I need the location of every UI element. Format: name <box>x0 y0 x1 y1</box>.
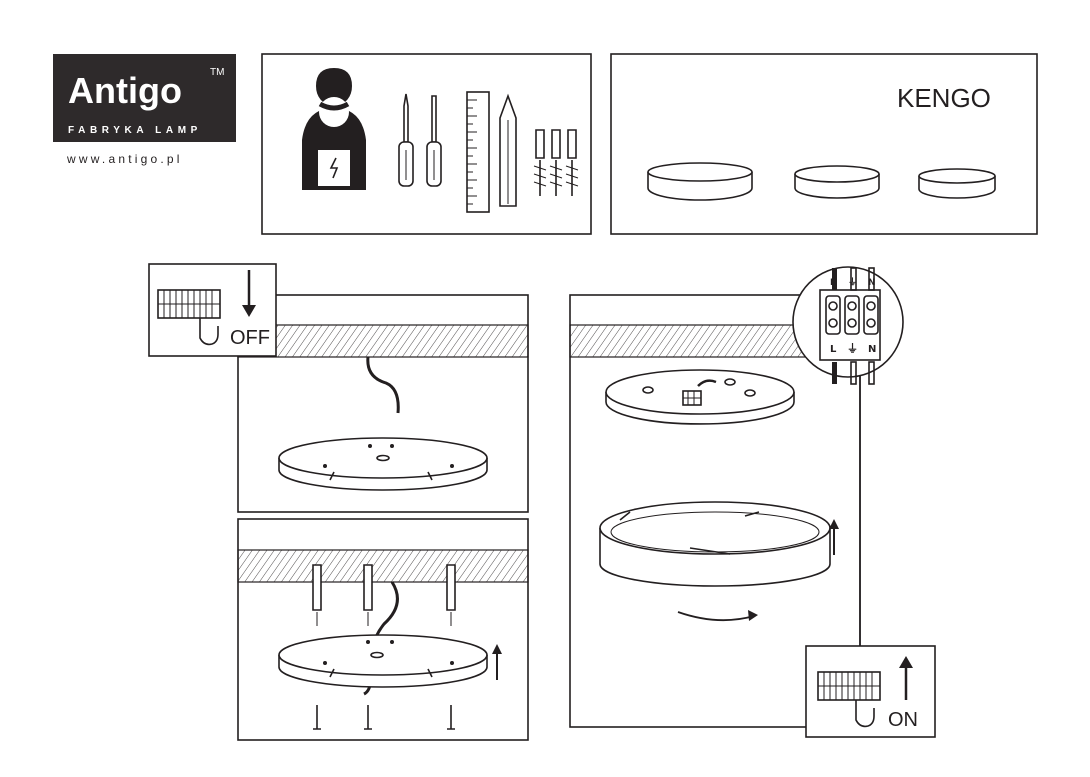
lamp-medium-icon <box>794 165 880 199</box>
lamp-small-icon <box>918 168 996 199</box>
pencil-icon <box>499 93 517 207</box>
ceiling <box>237 324 529 358</box>
breaker-off-inset: OFF <box>148 263 277 357</box>
arrow-up-icon <box>829 519 839 555</box>
step-2-panel <box>237 518 529 741</box>
wiring-detail-inset: L ⏚ N L ⏚ N <box>792 266 904 646</box>
electrician-icon <box>302 68 366 190</box>
arrow-up-icon <box>492 644 502 680</box>
arrow-up-icon <box>899 656 913 700</box>
terminal-label-earth-top: ⏚ <box>848 277 857 288</box>
arrow-down-icon <box>242 270 256 317</box>
ceiling <box>237 549 529 583</box>
step-1-panel <box>237 294 529 513</box>
ruler-icon <box>466 91 490 213</box>
antigo-logo: Antigo TM FABRYKA LAMP <box>53 54 236 142</box>
screws <box>313 705 455 730</box>
terminal-label-live-top: L <box>830 278 836 288</box>
off-label: OFF <box>230 327 270 349</box>
brand-name: Antigo <box>68 70 182 111</box>
wall-plugs-and-screws-icon <box>533 129 579 196</box>
circuit-breaker-icon <box>157 289 221 346</box>
terminal-label-live: L <box>830 344 837 355</box>
screwdriver-icon <box>398 93 442 187</box>
terminal-block <box>825 295 879 335</box>
trademark: TM <box>210 67 224 78</box>
brand-tagline: FABRYKA LAMP <box>68 125 202 136</box>
mounted-plate-with-terminal <box>605 369 795 425</box>
circuit-breaker-icon <box>817 671 881 728</box>
lamp-shade <box>599 501 831 587</box>
power-cable <box>366 356 400 414</box>
website-url: www.antigo.pl <box>66 152 183 166</box>
wall-plugs <box>312 564 456 626</box>
on-label: ON <box>888 709 918 731</box>
terminal-label-neutral: N <box>868 344 876 355</box>
mounting-plate <box>278 437 488 491</box>
lamp-large-icon <box>647 162 753 201</box>
rotate-arrow-icon <box>677 610 758 622</box>
tools-panel <box>261 53 592 235</box>
breaker-on-inset: ON <box>805 645 936 738</box>
product-panel: KENGO <box>610 53 1038 235</box>
product-name: KENGO <box>897 83 991 113</box>
terminal-label-neutral-top: N <box>868 278 876 288</box>
terminal-label-earth: ⏚ <box>847 342 858 355</box>
mounting-plate <box>278 634 488 688</box>
ceiling <box>569 324 821 358</box>
